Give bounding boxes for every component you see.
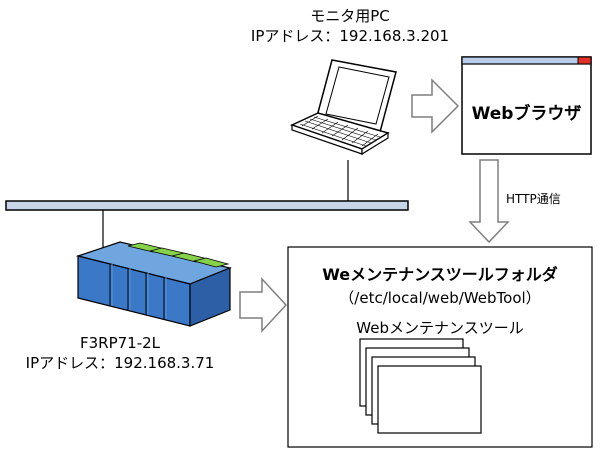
folder-tool-label: Webメンテナンスツール: [356, 319, 524, 337]
plc-module-icon: [75, 241, 232, 327]
maintenance-folder: Weメンテナンスツールフォルダ （/etc/local/web/WebTool）…: [288, 247, 592, 447]
laptop-icon: [289, 59, 397, 156]
arrow-laptop-to-browser: [411, 78, 460, 134]
http-label: HTTP通信: [506, 192, 561, 206]
folder-title: Weメンテナンスツールフォルダ: [322, 265, 558, 284]
browser-window-icon: [461, 56, 592, 155]
monitor-pc-ip: IPアドレス：192.168.3.201: [250, 27, 450, 45]
arrow-http-down: [468, 159, 510, 244]
monitor-pc-name: モニタ用PC: [310, 7, 390, 25]
plc-ip: IPアドレス：192.168.3.71: [25, 354, 215, 372]
network-line: [5, 200, 409, 211]
folder-path: （/etc/local/web/WebTool）: [339, 289, 541, 307]
browser-window: Webブラウザ: [462, 57, 591, 154]
browser-label: Webブラウザ: [471, 104, 582, 124]
document-stack-icon: [359, 338, 482, 434]
plc-model: F3RP71-2L: [79, 334, 161, 352]
arrow-plc-to-folder: [239, 277, 288, 333]
